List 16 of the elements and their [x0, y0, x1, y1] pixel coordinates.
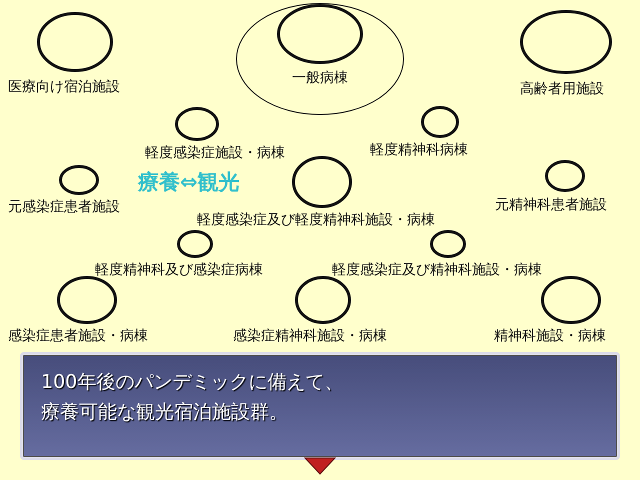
- facility-label: 感染症精神科施設・病棟: [233, 327, 387, 345]
- facility-label: 軽度精神科及び感染症病棟: [95, 261, 263, 279]
- facility-label: 高齢者用施設: [520, 80, 604, 98]
- facility-label: 元精神科患者施設: [495, 196, 607, 214]
- facility-label: 軽度感染症及び軽度精神科施設・病棟: [197, 211, 435, 229]
- theme-heading: 療養⇔観光: [138, 169, 240, 196]
- facility-label: 元感染症患者施設: [8, 198, 120, 216]
- facility-label: 精神科施設・病棟: [494, 327, 606, 345]
- dialog-text: 100年後のパンデミックに備えて、療養可能な観光宿泊施設群。: [41, 370, 344, 425]
- facility-label: 軽度感染症及び精神科施設・病棟: [332, 261, 542, 279]
- facility-label: 医療向け宿泊施設: [8, 78, 120, 96]
- facility-label: 一般病棟: [292, 69, 348, 87]
- dialog-panel: [20, 352, 620, 460]
- facility-label: 軽度精神科病棟: [370, 141, 468, 159]
- facility-label: 軽度感染症施設・病棟: [145, 144, 285, 162]
- facility-label: 感染症患者施設・病棟: [8, 327, 148, 345]
